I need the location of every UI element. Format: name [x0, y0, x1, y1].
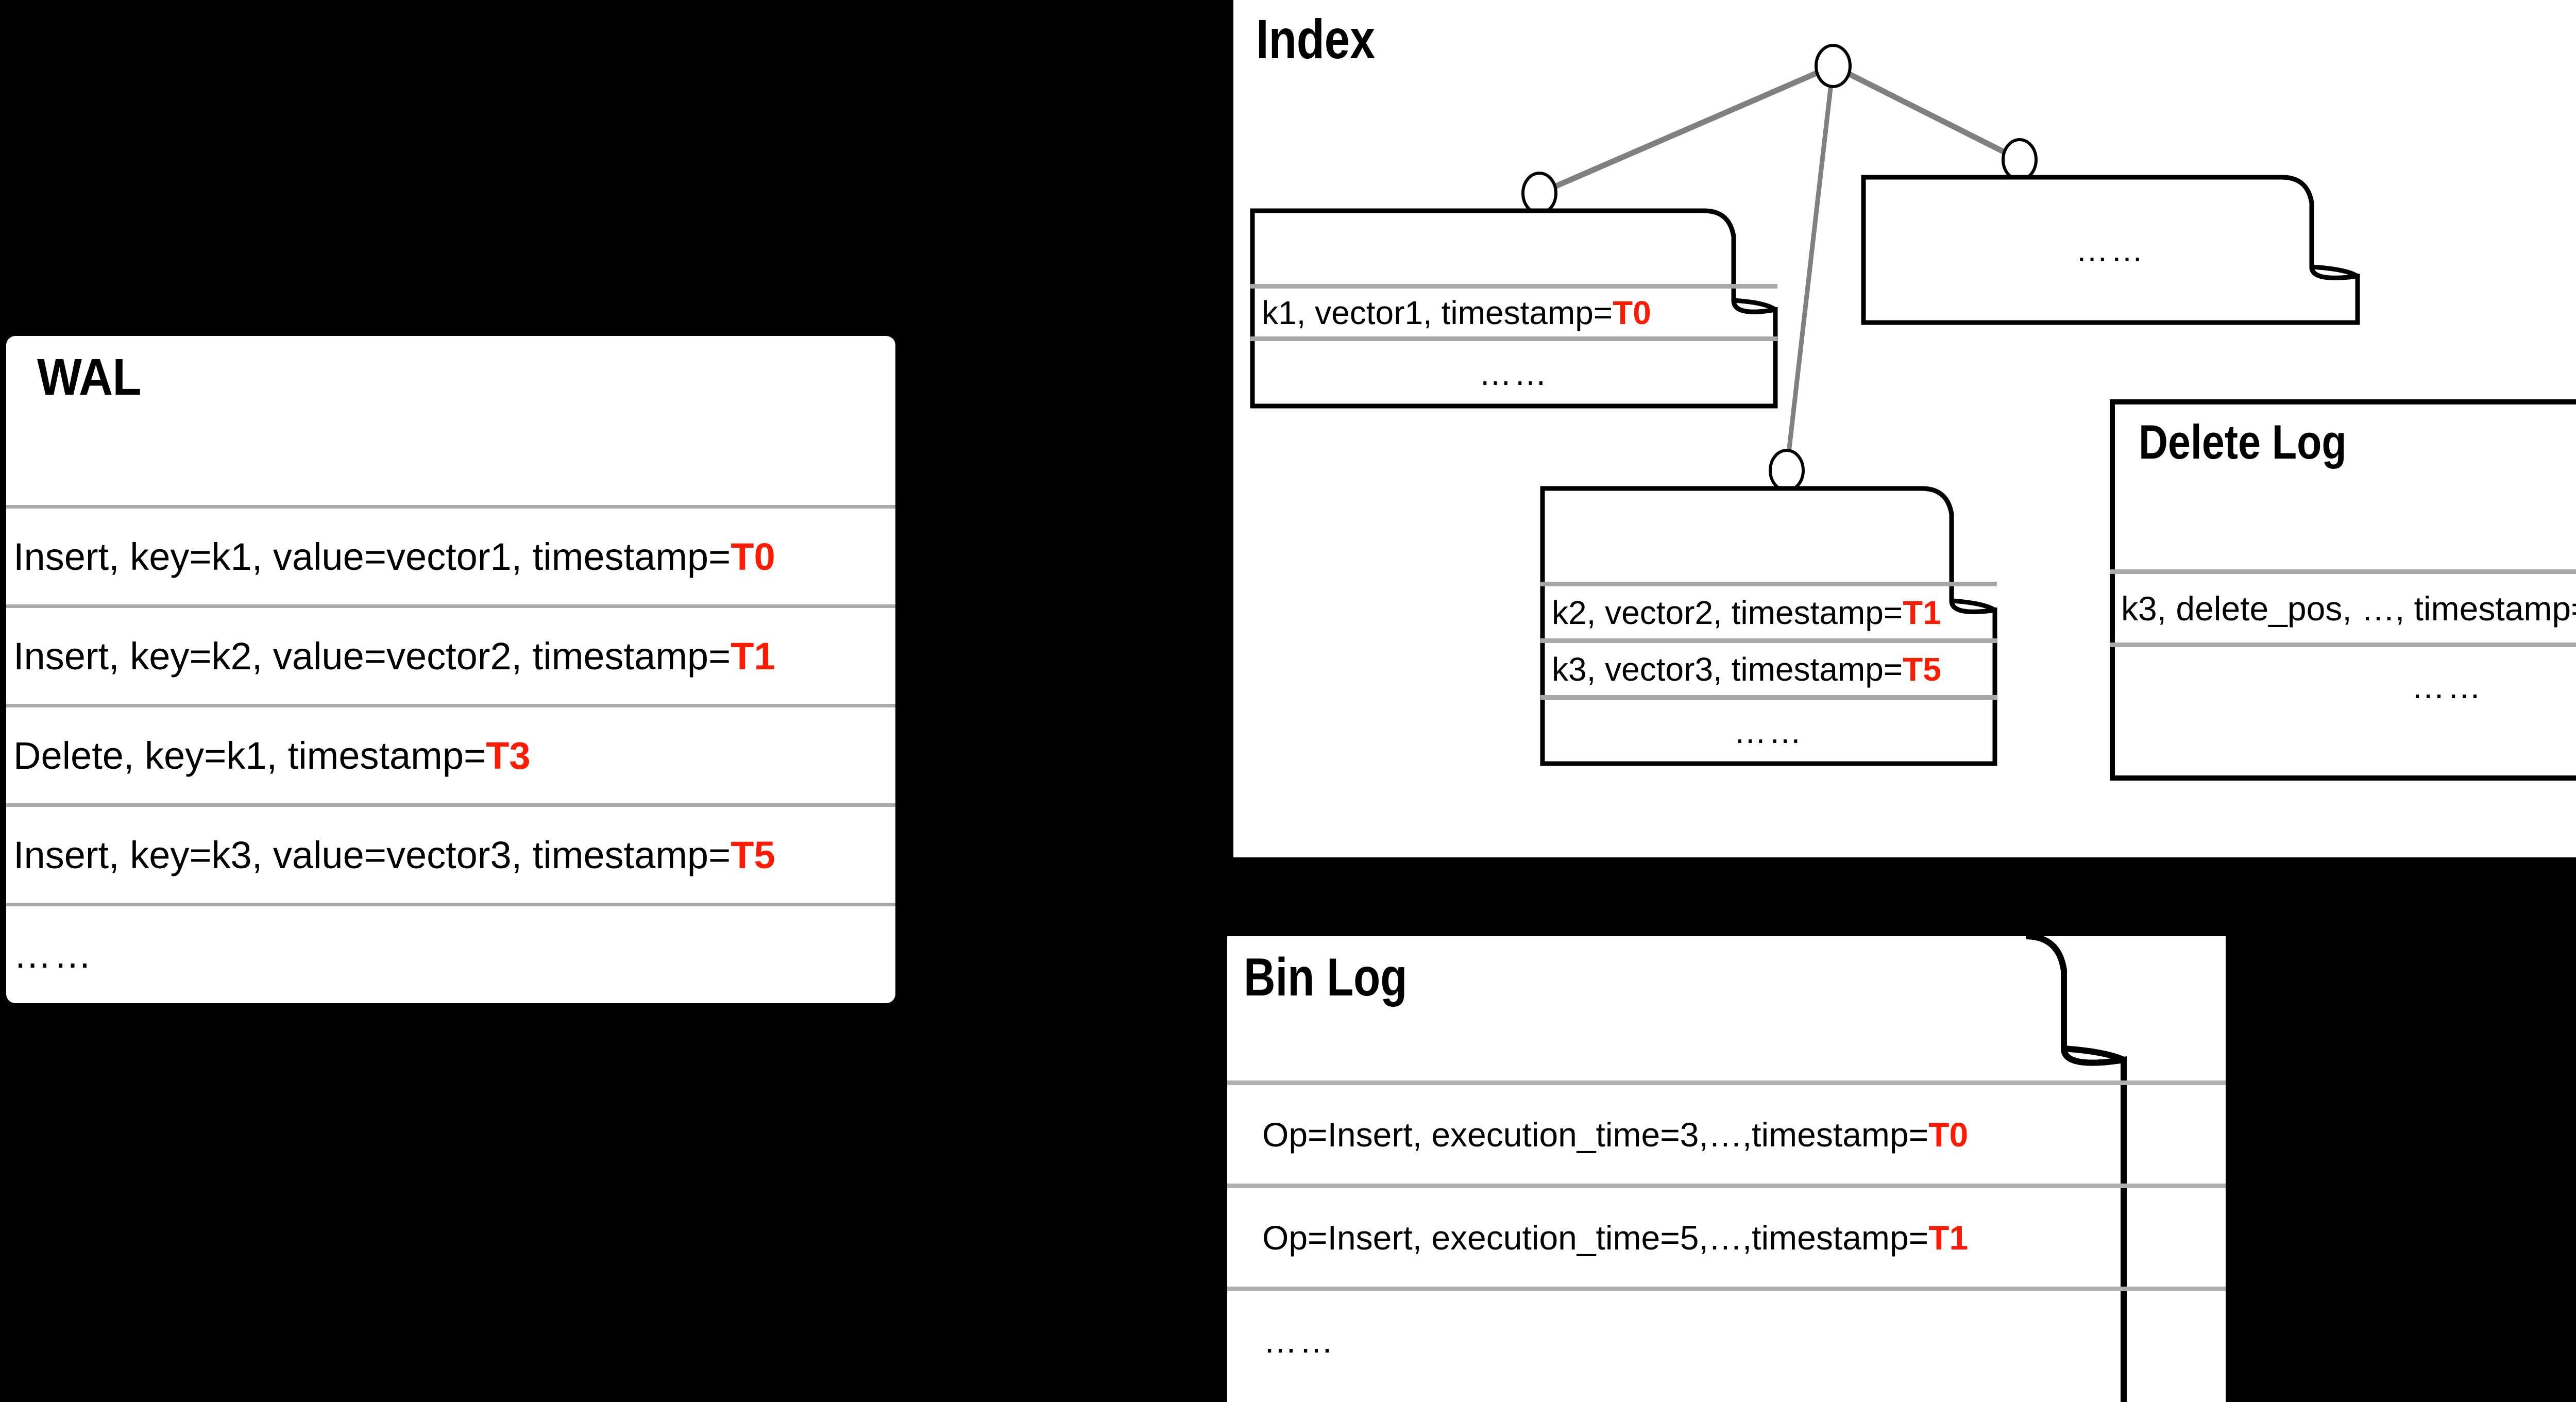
document-outline-icon — [1540, 486, 1997, 766]
bin-log-row-text: Op=Insert, execution_time=5,…,timestamp=… — [1262, 1218, 1969, 1257]
document-outline-icon — [1250, 208, 1778, 409]
index-leaf-ellipsis-doc: …… — [1861, 175, 2360, 325]
index-leaf-row-ellipsis: …… — [1540, 695, 1997, 764]
wal-row-text: Insert, key=k1, value=vector1, timestamp… — [13, 535, 775, 578]
wal-row-text: Insert, key=k3, value=vector3, timestamp… — [13, 833, 775, 876]
wal-row-text: Insert, key=k2, value=vector2, timestamp… — [13, 634, 775, 678]
tree-edge-root-right — [1832, 63, 2021, 162]
document-outline-icon — [2110, 399, 2576, 781]
index-tree — [1521, 44, 2038, 492]
index-leaf-ellipsis-text: …… — [1479, 355, 1549, 392]
wal-title: WAL — [37, 348, 142, 406]
bin-log-panel: Bin Log Op=Insert, execution_time=3,…,ti… — [1227, 933, 2226, 1402]
wal-row: Delete, key=k1, timestamp=T3 — [6, 704, 895, 803]
bin-log-ellipsis-text: …… — [1263, 1321, 1335, 1360]
wal-ellipsis-text: …… — [13, 933, 94, 976]
index-leaf-ellipsis-text: …… — [1734, 713, 1804, 750]
bin-log-row-text: Op=Insert, execution_time=3,…,timestamp=… — [1262, 1115, 1969, 1154]
tree-edge-root-left — [1538, 63, 1835, 196]
index-leaf-row: k2, vector2, timestamp=T1 — [1540, 582, 1997, 638]
bin-log-row: Op=Insert, execution_time=3,…,timestamp=… — [1227, 1080, 2226, 1184]
index-leaf-row: k1, vector1, timestamp=T0 — [1250, 284, 1777, 336]
bin-log-row: Op=Insert, execution_time=5,…,timestamp=… — [1227, 1184, 2226, 1287]
tree-node-root — [1815, 44, 1852, 88]
document-fold-icon — [2025, 933, 2127, 1402]
wal-row-list: Insert, key=k1, value=vector1, timestamp… — [6, 505, 895, 1002]
wal-row-ellipsis: …… — [6, 903, 895, 1002]
index-leaf-row-ellipsis: …… — [1250, 336, 1777, 406]
wal-panel: WAL Insert, key=k1, value=vector1, times… — [6, 336, 895, 1003]
bin-log-row-list: Op=Insert, execution_time=3,…,timestamp=… — [1227, 1080, 2226, 1390]
wal-row: Insert, key=k1, value=vector1, timestamp… — [6, 505, 895, 604]
wal-row: Insert, key=k3, value=vector3, timestamp… — [6, 803, 895, 903]
index-ellipsis-text: …… — [2075, 231, 2146, 268]
wal-row-text: Delete, key=k1, timestamp=T3 — [13, 734, 531, 777]
index-leaf-row-text: k1, vector1, timestamp=T0 — [1262, 294, 1651, 331]
index-leaf-row: k3, vector3, timestamp=T5 — [1540, 638, 1997, 695]
tree-node-right — [2002, 138, 2038, 181]
index-leaf-k1: k1, vector1, timestamp=T0 …… — [1250, 208, 1778, 409]
delete-log-doc: Delete Log k3, delete_pos, …, timestamp=… — [2110, 399, 2576, 781]
bin-log-title: Bin Log — [1244, 948, 1408, 1007]
index-leaf-row-text: k2, vector2, timestamp=T1 — [1552, 594, 1941, 631]
delete-log-row-ellipsis: …… — [2110, 643, 2576, 776]
index-ellipsis-row: …… — [1861, 175, 2360, 325]
index-leaf-row-text: k3, vector3, timestamp=T5 — [1552, 650, 1941, 688]
tree-node-left — [1521, 172, 1557, 215]
index-panel: Index k1, vector1, timestamp=T0 — [1233, 0, 2576, 857]
document-outline-icon — [1861, 175, 2360, 325]
tree-edge-root-mid — [1784, 65, 1836, 471]
delete-log-row: k3, delete_pos, …, timestamp=T3 — [2110, 569, 2576, 643]
delete-log-title: Delete Log — [2139, 415, 2347, 469]
delete-log-ellipsis-text: …… — [2411, 667, 2483, 705]
tree-node-mid — [1769, 449, 1805, 492]
wal-row: Insert, key=k2, value=vector2, timestamp… — [6, 604, 895, 704]
index-leaf-k2-k3: k2, vector2, timestamp=T1 k3, vector3, t… — [1540, 486, 1997, 766]
bin-log-row-ellipsis: …… — [1227, 1287, 2226, 1390]
index-title: Index — [1256, 8, 1376, 70]
delete-log-row-text: k3, delete_pos, …, timestamp=T3 — [2121, 589, 2576, 628]
